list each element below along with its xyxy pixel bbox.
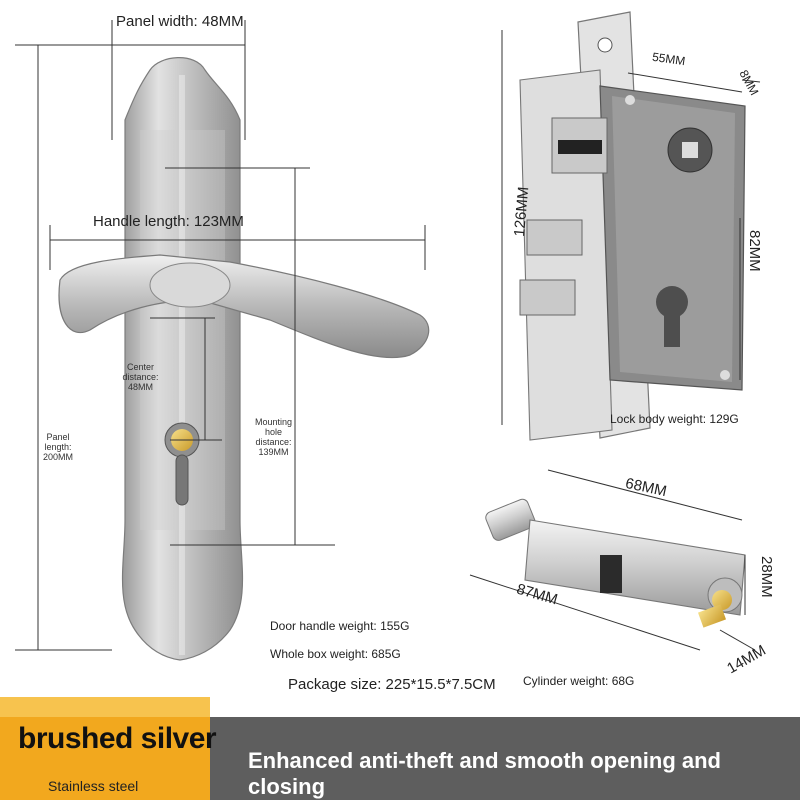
lock-dimension-lines xyxy=(501,30,761,425)
lock-82mm-label: 82MM xyxy=(746,230,763,272)
handle-length-label: Handle length: 123MM xyxy=(93,213,244,230)
panel-width-label: Panel width: 48MM xyxy=(116,13,244,30)
whole-box-weight-label: Whole box weight: 685G xyxy=(270,647,401,661)
panel-length-label: Panel length: 200MM xyxy=(42,432,73,462)
handle-panel xyxy=(121,57,244,661)
cylinder-28mm-label: 28MM xyxy=(758,556,775,598)
door-handle-weight-label: Door handle weight: 155G xyxy=(270,619,410,633)
material-label: Stainless steel xyxy=(48,778,139,794)
handle-dimension-lines xyxy=(15,20,426,651)
mounting-hole-label: Mounting hole distance: 139MM xyxy=(254,417,293,457)
package-size-label: Package size: 225*15.5*7.5CM xyxy=(288,676,496,693)
cylinder-weight-label: Cylinder weight: 68G xyxy=(523,674,635,688)
footer-accent-highlight xyxy=(0,697,210,717)
lock-cylinder xyxy=(485,498,746,628)
lock-body-weight-label: Lock body weight: 129G xyxy=(610,412,739,426)
finish-title: brushed silver xyxy=(18,722,217,755)
cylinder-dimension-lines xyxy=(469,469,756,651)
handle-lever xyxy=(58,254,430,359)
slogan-text: Enhanced anti-theft and smooth opening a… xyxy=(248,748,721,799)
center-distance-label: Center distance: 48MM xyxy=(122,362,159,392)
footer-dark-band xyxy=(210,717,800,800)
lock-body xyxy=(519,11,746,441)
